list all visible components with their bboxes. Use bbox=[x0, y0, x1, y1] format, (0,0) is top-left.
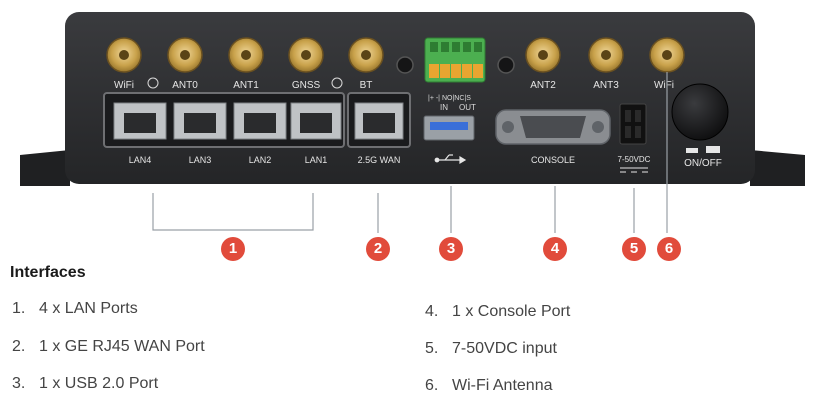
io-in-label: IN bbox=[440, 103, 448, 112]
interface-number: 4. bbox=[425, 303, 439, 320]
antenna-connector-pin bbox=[662, 50, 672, 60]
callout-6: 6 bbox=[657, 237, 681, 261]
power-connector-pin bbox=[625, 110, 631, 122]
left-mounting-flange bbox=[20, 150, 70, 186]
switch-label: ON/OFF bbox=[684, 158, 722, 169]
power-connector bbox=[619, 103, 647, 145]
lan-port-socket bbox=[184, 113, 216, 133]
io-pin-labels: |+ -| NO|NC|S bbox=[428, 95, 471, 102]
interfaces-heading: Interfaces bbox=[10, 264, 86, 281]
power-connector-pin bbox=[635, 126, 641, 138]
lan-ports bbox=[113, 102, 342, 140]
interface-item: 6. Wi-Fi Antenna bbox=[425, 377, 552, 395]
callout-4: 4 bbox=[543, 237, 567, 261]
switch-off-indicator bbox=[686, 148, 698, 153]
leader-line-lan bbox=[152, 193, 314, 231]
lan-label: LAN3 bbox=[189, 155, 212, 165]
screw-icon bbox=[396, 56, 414, 74]
leader-lines bbox=[152, 72, 668, 233]
antenna-label: WiFi bbox=[654, 80, 674, 91]
lan-port-socket bbox=[244, 113, 276, 133]
antenna-connector-pin bbox=[241, 50, 251, 60]
interface-text: 1 x GE RJ45 WAN Port bbox=[39, 338, 205, 355]
interface-number: 2. bbox=[12, 338, 26, 355]
interface-number: 1. bbox=[12, 300, 26, 317]
lan-label: LAN1 bbox=[305, 155, 328, 165]
antenna-connector-pin bbox=[538, 50, 548, 60]
interface-item: 2. 1 x GE RJ45 WAN Port bbox=[12, 338, 205, 356]
dc-symbol-icon bbox=[620, 167, 648, 173]
interface-text: 1 x Console Port bbox=[452, 303, 571, 320]
callout-2: 2 bbox=[366, 237, 390, 261]
screw-icon bbox=[497, 56, 515, 74]
interface-number: 3. bbox=[12, 375, 26, 392]
antenna-label: ANT1 bbox=[233, 80, 259, 91]
antenna-connector-pin bbox=[601, 50, 611, 60]
antenna-connector-pin bbox=[301, 50, 311, 60]
interface-text: 4 x LAN Ports bbox=[39, 300, 138, 317]
interface-number: 6. bbox=[425, 377, 439, 394]
wan-port-socket bbox=[363, 113, 395, 133]
callout-3: 3 bbox=[439, 237, 463, 261]
power-switch-knob bbox=[671, 83, 729, 141]
antenna-label: ANT3 bbox=[593, 80, 619, 91]
lan-label: LAN4 bbox=[129, 155, 152, 165]
interface-item: 3. 1 x USB 2.0 Port bbox=[12, 375, 158, 393]
lan-port-socket bbox=[300, 113, 332, 133]
ground-icon bbox=[331, 77, 343, 89]
right-mounting-flange bbox=[750, 150, 805, 186]
lan-label: LAN2 bbox=[249, 155, 272, 165]
callout-5: 5 bbox=[622, 237, 646, 261]
console-port bbox=[495, 109, 611, 145]
interface-item: 1. 4 x LAN Ports bbox=[12, 300, 138, 318]
interface-text: Wi-Fi Antenna bbox=[452, 377, 553, 394]
antenna-connector-pin bbox=[180, 50, 190, 60]
interface-number: 5. bbox=[425, 340, 439, 357]
io-out-label: OUT bbox=[459, 103, 476, 112]
usb-port-tongue bbox=[430, 122, 468, 130]
antenna-connectors bbox=[106, 37, 685, 73]
power-connector-pin bbox=[635, 110, 641, 122]
lan-port-socket bbox=[124, 113, 156, 133]
power-label: 7-50VDC bbox=[618, 155, 651, 164]
interface-item: 5. 7-50VDC input bbox=[425, 340, 557, 358]
wan-label: 2.5G WAN bbox=[358, 155, 401, 165]
interface-text: 7-50VDC input bbox=[452, 340, 557, 357]
interface-text: 1 x USB 2.0 Port bbox=[39, 375, 159, 392]
callout-1: 1 bbox=[221, 237, 245, 261]
antenna-connector-pin bbox=[119, 50, 129, 60]
ground-icon bbox=[147, 77, 159, 89]
interface-item: 4. 1 x Console Port bbox=[425, 303, 570, 321]
antenna-label: ANT0 bbox=[172, 80, 198, 91]
power-connector-pin bbox=[625, 126, 631, 138]
antenna-label: WiFi bbox=[114, 80, 134, 91]
antenna-label: GNSS bbox=[292, 80, 321, 91]
router-rear-panel: WiFi ANT0 ANT1 GNSS BT ANT2 ANT3 WiFi |+… bbox=[20, 12, 805, 233]
io-terminal-block bbox=[424, 37, 486, 83]
console-label: CONSOLE bbox=[531, 155, 575, 165]
antenna-label: BT bbox=[360, 80, 373, 91]
switch-on-indicator bbox=[706, 146, 720, 153]
antenna-connector-pin bbox=[361, 50, 371, 60]
antenna-label: ANT2 bbox=[530, 80, 556, 91]
usb-icon bbox=[434, 154, 467, 165]
